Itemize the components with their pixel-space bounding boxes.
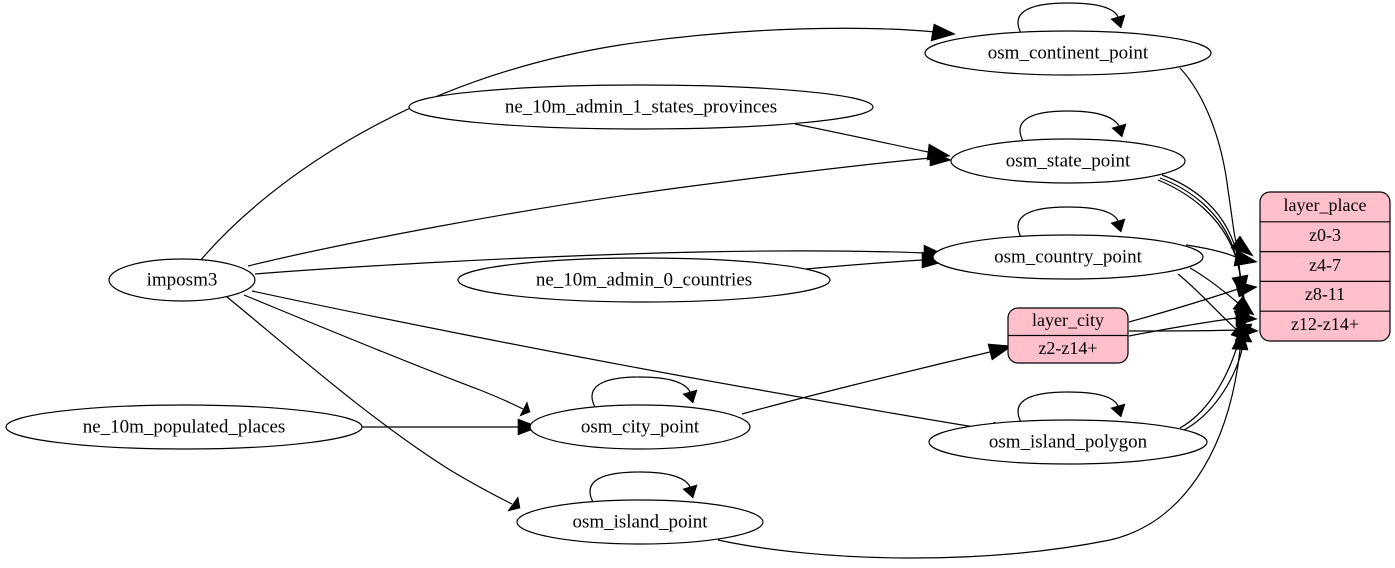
- node-osm_country_point[interactable]: osm_country_point: [932, 234, 1204, 280]
- node-ne_10m_admin_0_countries[interactable]: ne_10m_admin_0_countries: [457, 257, 831, 303]
- edge-ne_10m_admin_0_countries-to-osm_country_point: [805, 251, 944, 270]
- edge-imposm3-to-osm_city_point: [243, 294, 531, 417]
- edge-self-osm_island_point: [589, 471, 698, 505]
- edge-layer_city_z2_z14-to-layer_place_z12_z14: [1128, 321, 1259, 339]
- edge-self-osm_state_point: [1019, 110, 1127, 144]
- layer_place-row-z12-z14[interactable]: z12-z14+: [1291, 314, 1359, 334]
- layer_place-row-z4-7[interactable]: z4-7: [1309, 255, 1341, 275]
- node-osm_country_point-label: osm_country_point: [994, 246, 1142, 267]
- edge-imposm3-to-osm_state_point: [247, 149, 952, 267]
- layer_place-row-z0-3[interactable]: z0-3: [1309, 225, 1341, 245]
- node-ne_10m_admin_1_states_provinces-label: ne_10m_admin_1_states_provinces: [505, 96, 777, 117]
- node-osm_state_point-label: osm_state_point: [1006, 150, 1131, 171]
- edge-ne_10m_populated_places-to-osm_city_point: [362, 418, 540, 436]
- edge-imposm3-to-osm_continent_point: [199, 23, 956, 262]
- edge-self-osm_island_polygon: [1017, 391, 1126, 425]
- node-osm_island_point[interactable]: osm_island_point: [516, 499, 764, 545]
- edge-layer_city_z2_z14-to-layer_place_z8_11: [1128, 309, 1258, 337]
- node-osm_state_point[interactable]: osm_state_point: [950, 138, 1186, 184]
- edge-self-osm_city_point: [591, 376, 698, 410]
- edge-osm_country_point-to-layer_place_z4_7: [1185, 244, 1258, 267]
- edge-imposm3-to-osm_island_point: [226, 296, 521, 512]
- node-osm_continent_point-label: osm_continent_point: [988, 42, 1149, 63]
- layer-nodes: layer_city z2-z14+ layer_place z0-3 z4-7…: [1007, 191, 1391, 364]
- node-osm_island_polygon-label: osm_island_polygon: [989, 431, 1148, 452]
- edge-self-osm_country_point: [1017, 206, 1126, 240]
- edge-self-osm_continent_point: [1017, 2, 1126, 36]
- node-layer_place[interactable]: layer_place z0-3 z4-7 z8-11 z12-z14+: [1259, 191, 1391, 342]
- node-ne_10m_admin_1_states_provinces[interactable]: ne_10m_admin_1_states_provinces: [408, 84, 874, 130]
- node-osm_city_point-label: osm_city_point: [581, 416, 700, 437]
- node-ne_10m_populated_places[interactable]: ne_10m_populated_places: [5, 404, 363, 450]
- node-ne_10m_populated_places-label: ne_10m_populated_places: [83, 416, 286, 437]
- edge-layer_city-header-connector: [1128, 280, 1258, 323]
- node-osm_island_point-label: osm_island_point: [572, 511, 708, 532]
- edge-osm_continent_point-to-layer_place_z0_3: [1179, 67, 1254, 257]
- layer_place-row-z8-11[interactable]: z8-11: [1305, 284, 1345, 304]
- edge-osm_island_point-to-layer_place_z12_z14: [717, 328, 1249, 559]
- node-imposm3[interactable]: imposm3: [108, 258, 256, 302]
- node-osm_continent_point[interactable]: osm_continent_point: [924, 30, 1212, 76]
- table-nodes: osm_continent_point osm_state_point osm_…: [516, 30, 1212, 545]
- layer_place-title: layer_place: [1284, 195, 1367, 215]
- node-osm_city_point[interactable]: osm_city_point: [529, 404, 751, 450]
- node-imposm3-label: imposm3: [147, 269, 218, 290]
- edge-ne_10m_admin_1_states_provinces-to-osm_state_point: [794, 123, 951, 161]
- source-nodes: imposm3 ne_10m_admin_1_states_provinces …: [5, 84, 874, 450]
- node-osm_island_polygon[interactable]: osm_island_polygon: [928, 419, 1208, 465]
- node-ne_10m_admin_0_countries-label: ne_10m_admin_0_countries: [536, 269, 752, 290]
- layer_city-row-z2-z14[interactable]: z2-z14+: [1038, 338, 1097, 358]
- node-layer_city[interactable]: layer_city z2-z14+: [1007, 307, 1129, 364]
- edge-osm_city_point-to-layer_city_z2_z14: [741, 343, 1013, 415]
- layer_city-title: layer_city: [1032, 310, 1104, 330]
